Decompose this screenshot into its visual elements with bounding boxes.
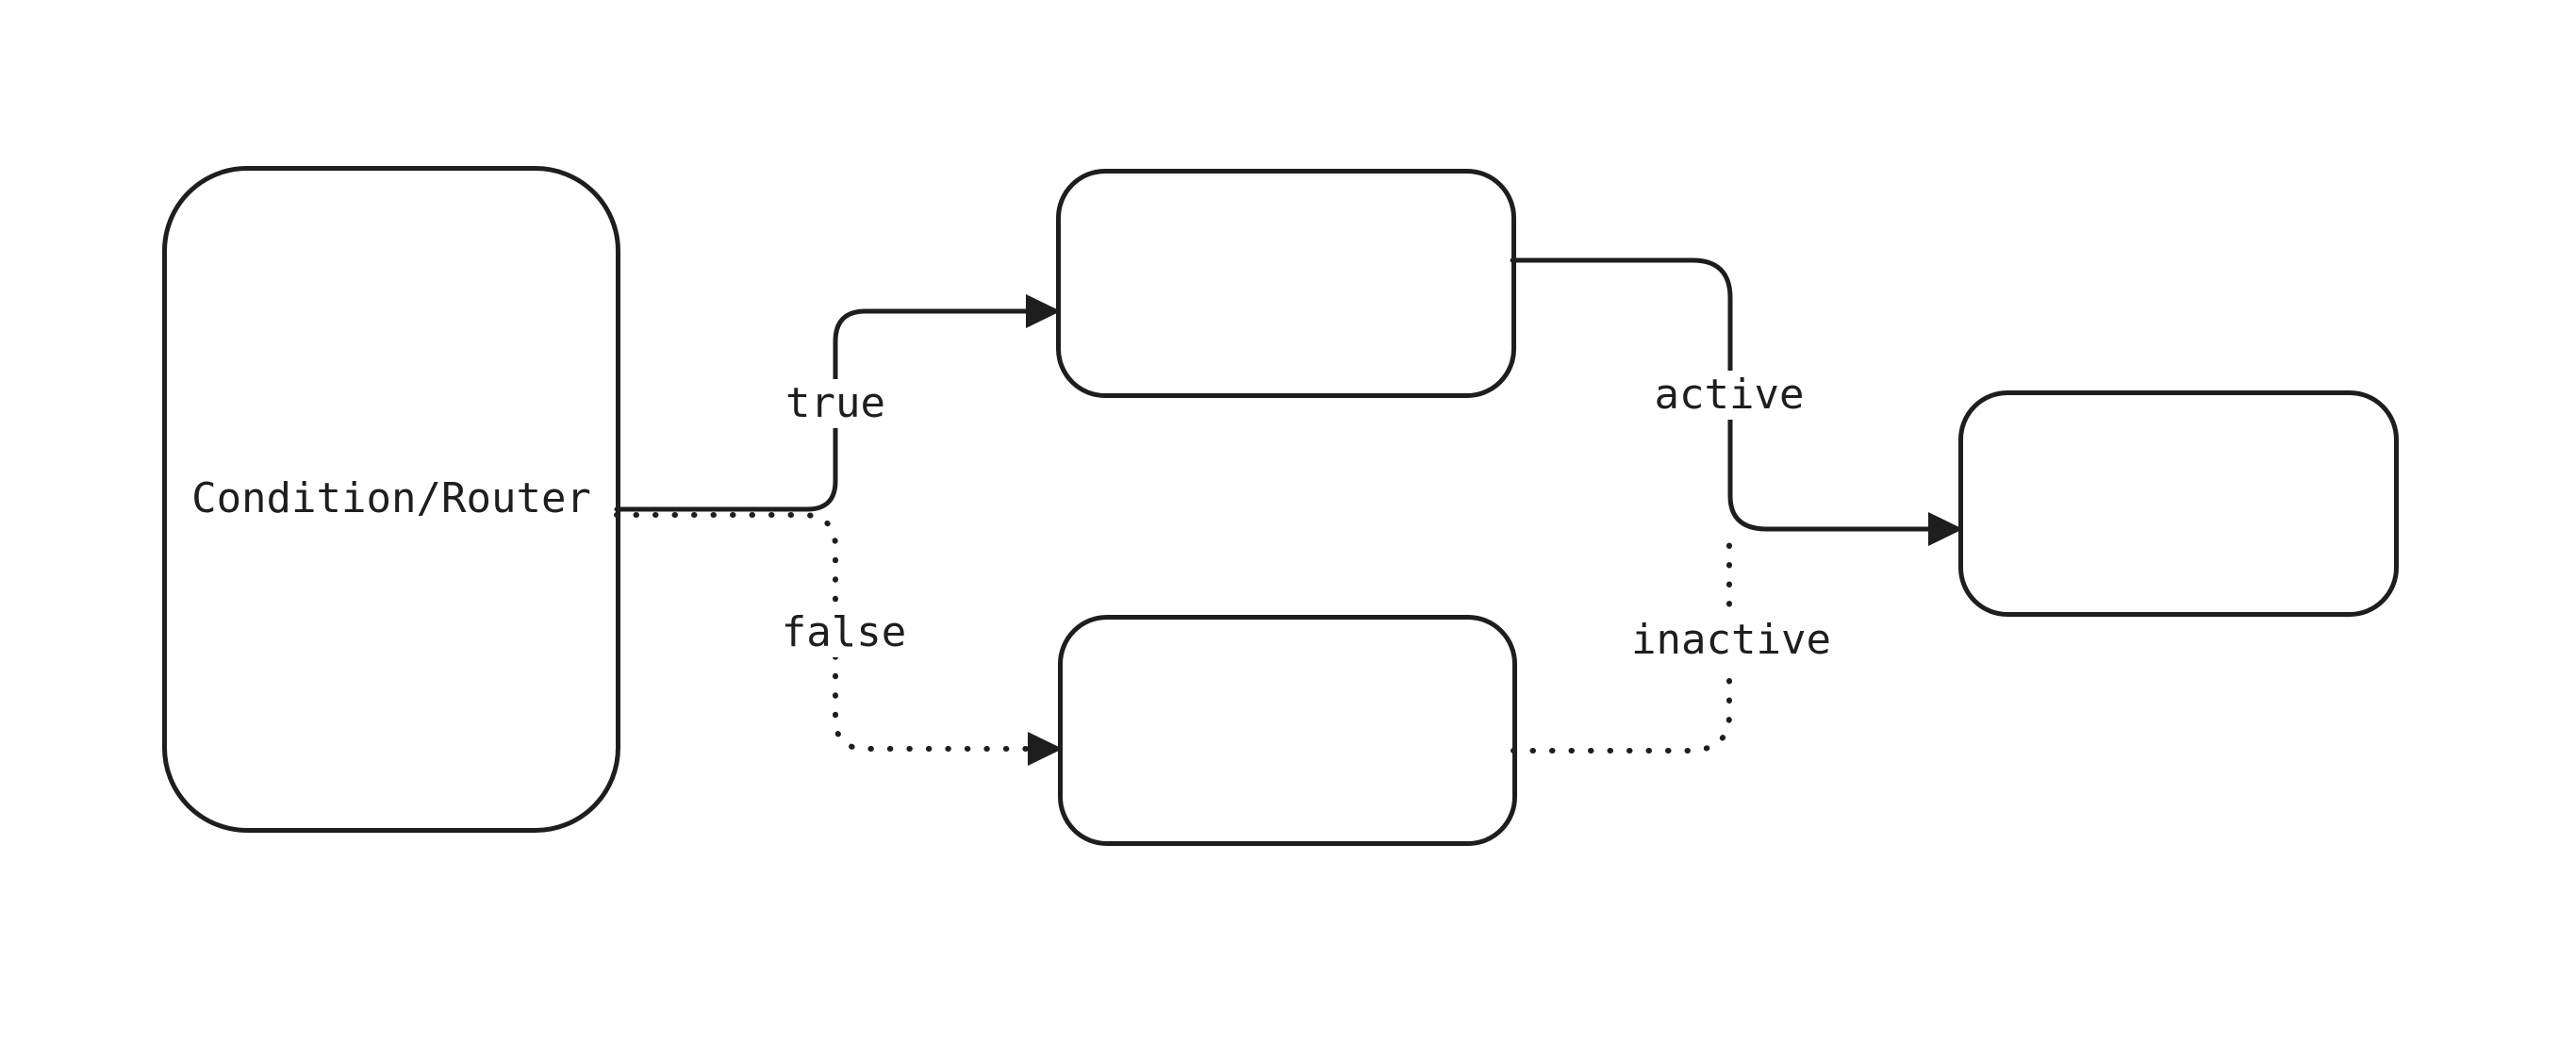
edge-label-active: active — [1646, 371, 1812, 420]
edge-label-true: true — [778, 379, 893, 428]
node-merge-output[interactable] — [1958, 390, 2399, 617]
node-condition-router-label: Condition/Router — [191, 474, 591, 523]
node-true-branch[interactable] — [1056, 169, 1516, 398]
node-condition-router[interactable]: Condition/Router — [162, 166, 620, 833]
node-false-branch[interactable] — [1058, 615, 1517, 846]
edge-label-false: false — [773, 608, 915, 657]
edge-label-inactive: inactive — [1624, 616, 1839, 665]
